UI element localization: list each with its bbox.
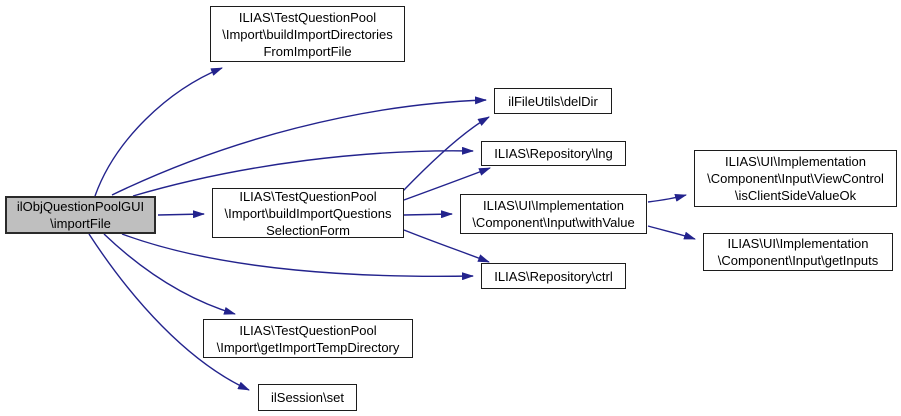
node-label-line: ilFileUtils\delDir bbox=[508, 93, 598, 109]
node-label-line: SelectionForm bbox=[266, 222, 350, 238]
edge-importFile-to-lng bbox=[132, 146, 474, 197]
edge-buildImportQuestionsSelectionForm-to-delDir bbox=[402, 116, 490, 192]
node-label-line: \Import\getImportTempDirectory bbox=[216, 339, 400, 355]
node-buildImportQuestionsSelectionForm[interactable]: ILIAS\TestQuestionPool \Import\buildImpo… bbox=[212, 188, 404, 238]
node-label-line: \Import\buildImportQuestions bbox=[224, 205, 392, 221]
node-label-line: ILIAS\UI\Implementation bbox=[483, 198, 624, 213]
node-getInputs[interactable]: ILIAS\UI\Implementation \Component\Input… bbox=[703, 233, 893, 271]
edge-importFile-to-getImportTempDirectory bbox=[103, 233, 236, 315]
node-delDir[interactable]: ilFileUtils\delDir bbox=[494, 88, 612, 114]
node-label-line: ilSession\set bbox=[271, 390, 344, 405]
edge-buildImportQuestionsSelectionForm-to-ctrl bbox=[403, 229, 490, 263]
node-label-line: ILIAS\UI\Implementation bbox=[725, 154, 866, 169]
node-label-line: \Component\Input\getInputs bbox=[717, 253, 879, 268]
node-label-line: ILIAS\Repository\ctrl bbox=[494, 268, 613, 284]
edge-buildImportQuestionsSelectionForm-to-lng bbox=[403, 167, 491, 201]
node-withValue[interactable]: ILIAS\UI\Implementation \Component\Input… bbox=[460, 194, 647, 234]
node-importFile[interactable]: ilObjQuestionPoolGUI \importFile bbox=[5, 196, 156, 234]
node-label-line: \Import\buildImportDirectories bbox=[222, 26, 393, 42]
node-label-line: \Component\Input\ViewControl bbox=[707, 171, 884, 186]
edge-importFile-to-buildImportQuestionsSelectionForm bbox=[157, 210, 205, 219]
node-lng[interactable]: ILIAS\Repository\lng bbox=[481, 141, 626, 166]
node-buildImportDirectoriesFromImportFile[interactable]: ILIAS\TestQuestionPool \Import\buildImpo… bbox=[210, 6, 405, 62]
node-label-line: ILIAS\Repository\lng bbox=[494, 146, 613, 161]
node-label-line: \importFile bbox=[50, 216, 111, 231]
edge-importFile-to-buildImportDirectoriesFromImportFile bbox=[94, 67, 223, 197]
node-ilSessionSet[interactable]: ilSession\set bbox=[258, 384, 357, 411]
node-ctrl[interactable]: ILIAS\Repository\ctrl bbox=[481, 263, 626, 289]
node-label-line: ilObjQuestionPoolGUI bbox=[16, 199, 145, 214]
node-label-line: ILIAS\TestQuestionPool bbox=[239, 322, 377, 338]
node-label-line: ILIAS\TestQuestionPool bbox=[239, 188, 377, 204]
edge-importFile-to-delDir bbox=[111, 96, 487, 196]
edge-importFile-to-ctrl bbox=[121, 233, 474, 281]
node-label-line: \Component\Input\withValue bbox=[472, 215, 635, 230]
node-label-line: FromImportFile bbox=[263, 43, 352, 59]
edge-withValue-to-isClientSideValueOk bbox=[647, 194, 687, 203]
node-label-line: \isClientSideValueOk bbox=[734, 188, 857, 203]
edge-importFile-to-ilSessionSet bbox=[88, 233, 250, 391]
edge-buildImportQuestionsSelectionForm-to-withValue bbox=[403, 210, 453, 219]
edge-withValue-to-getInputs bbox=[647, 225, 696, 240]
node-getImportTempDirectory[interactable]: ILIAS\TestQuestionPool \Import\getImport… bbox=[203, 319, 413, 358]
node-label-line: ILIAS\UI\Implementation bbox=[727, 236, 869, 251]
node-isClientSideValueOk[interactable]: ILIAS\UI\Implementation \Component\Input… bbox=[694, 150, 897, 207]
node-label-line: ILIAS\TestQuestionPool bbox=[238, 9, 377, 25]
